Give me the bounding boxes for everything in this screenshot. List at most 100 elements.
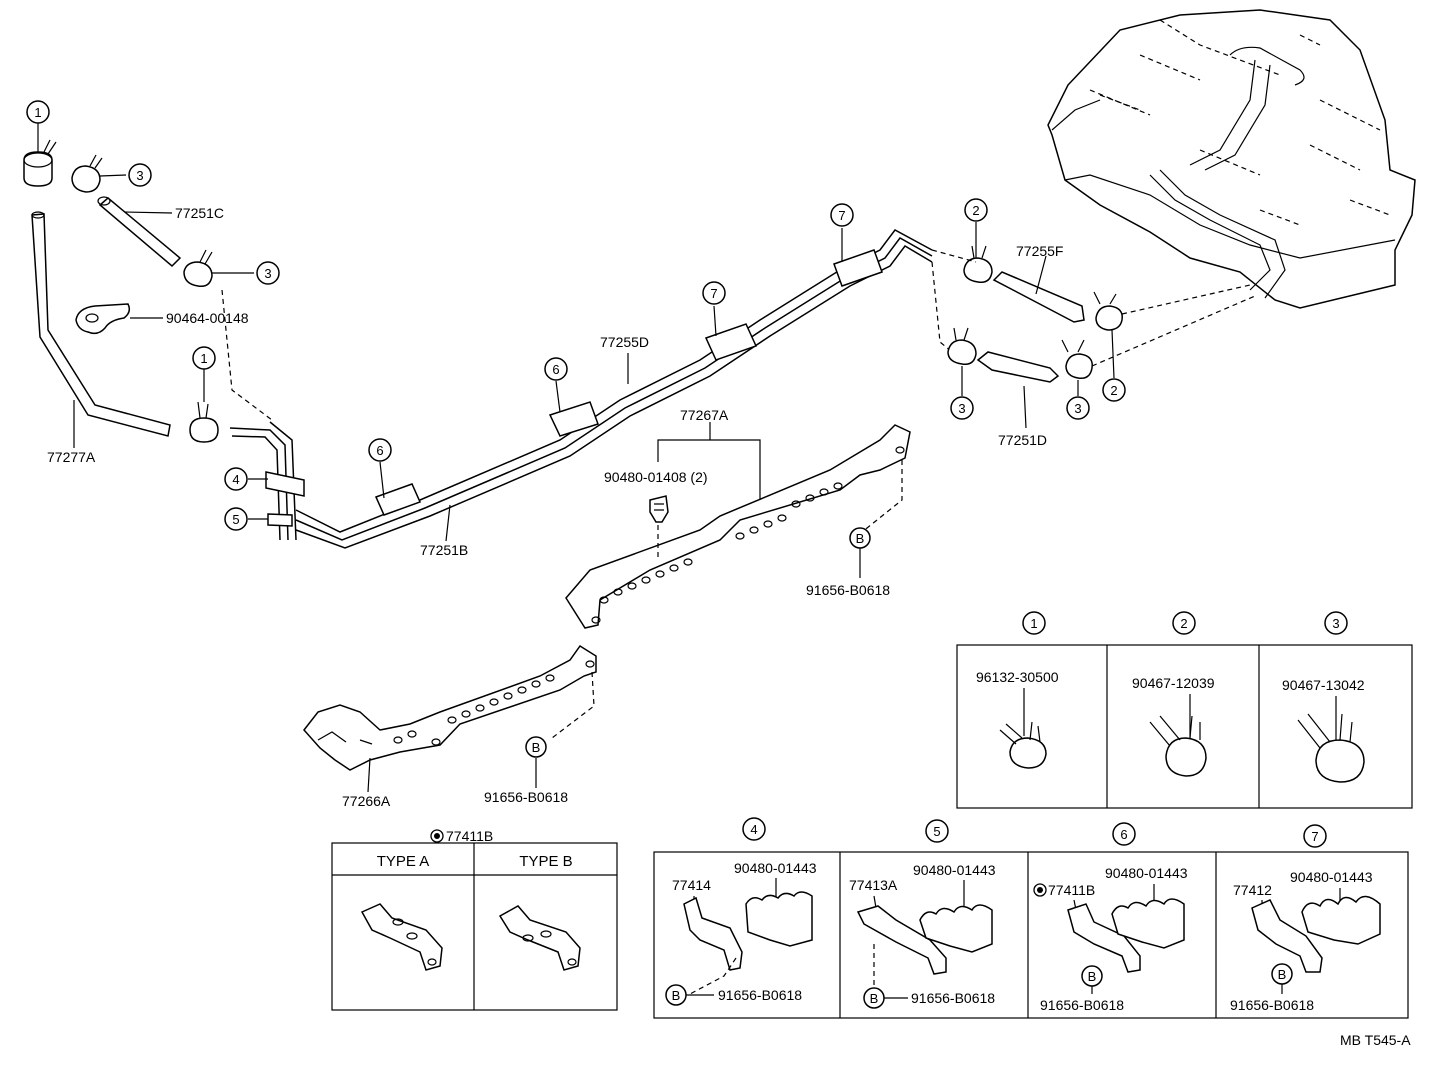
bracket-table-header-4: 4 xyxy=(742,817,766,841)
svg-text:5: 5 xyxy=(232,512,239,527)
svg-text:1: 1 xyxy=(34,105,41,120)
clamp-pad-6-b xyxy=(548,401,599,437)
callout-B-4: B xyxy=(665,984,687,1006)
label-90480-01408: 90480-01408 (2) xyxy=(604,469,708,485)
callout-1-mid: 1 xyxy=(192,346,216,370)
svg-text:1: 1 xyxy=(1030,616,1037,631)
clamp-table: 1 2 3 96132-30500 90467-12039 90467-1304… xyxy=(956,611,1413,809)
svg-text:B: B xyxy=(532,740,541,755)
clip-7-illustration xyxy=(1301,895,1381,945)
bolt-7-part: 91656-B0618 xyxy=(1230,997,1314,1013)
clip-4-illustration xyxy=(745,891,813,947)
callout-6-b: 6 xyxy=(544,357,568,381)
callout-2-top: 2 xyxy=(964,198,988,222)
svg-text:6: 6 xyxy=(1120,827,1127,842)
clamp-pad-6-a xyxy=(374,483,422,516)
svg-text:5: 5 xyxy=(933,824,940,839)
svg-text:7: 7 xyxy=(838,208,845,223)
svg-text:4: 4 xyxy=(232,472,239,487)
bolt-6-part: 91656-B0618 xyxy=(1040,997,1124,1013)
label-77266A: 77266A xyxy=(342,793,391,809)
svg-text:2: 2 xyxy=(1110,383,1117,398)
clip-4-part: 90480-01443 xyxy=(734,860,817,876)
bracket-4-illustration xyxy=(683,896,743,971)
svg-text:3: 3 xyxy=(1074,401,1081,416)
callout-4: 4 xyxy=(224,467,248,491)
clamp-2-right xyxy=(1093,291,1123,331)
clip-6-illustration xyxy=(1111,898,1185,949)
bolt-4-part: 91656-B0618 xyxy=(718,987,802,1003)
type-a-label: TYPE A xyxy=(377,853,430,870)
callout-1-top: 1 xyxy=(26,100,50,124)
label-77251C: 77251C xyxy=(175,205,224,221)
clamp-1-mid xyxy=(189,401,219,443)
hose-77277A xyxy=(31,211,171,437)
protector-77267A xyxy=(565,424,911,629)
svg-text:B: B xyxy=(856,531,865,546)
type-b-bracket-illustration xyxy=(498,905,581,971)
svg-text:3: 3 xyxy=(1332,616,1339,631)
callout-6-a: 6 xyxy=(368,438,392,462)
clamp-part-3: 90467-13042 xyxy=(1282,677,1365,693)
bracket-table-header-6: 6 xyxy=(1112,822,1136,846)
clamp-3-top xyxy=(71,154,103,193)
callout-B-7: B xyxy=(1271,963,1293,985)
hose-holder-90464-00148 xyxy=(75,303,131,335)
clamp-3-mid xyxy=(183,249,213,288)
bracket-6-part: 77411B xyxy=(1048,882,1095,898)
callout-B-lower: B xyxy=(525,736,547,758)
svg-text:B: B xyxy=(870,991,879,1006)
callout-B-6: B xyxy=(1081,965,1103,987)
hose-77255F xyxy=(992,271,1085,323)
type-a-bracket-illustration xyxy=(360,903,443,971)
svg-text:B: B xyxy=(672,988,681,1003)
bracket-table-header-7: 7 xyxy=(1303,824,1327,848)
callout-B-mid: B xyxy=(849,527,871,549)
label-77251D: 77251D xyxy=(998,432,1047,448)
clamp-pad-7-b xyxy=(833,249,883,287)
callout-7-b: 7 xyxy=(830,203,854,227)
label-77267A: 77267A xyxy=(680,407,729,423)
callout-5: 5 xyxy=(224,507,248,531)
clamp-table-header-1: 1 xyxy=(1022,611,1046,635)
clip-6-part: 90480-01443 xyxy=(1105,865,1188,881)
type-table: 77411B TYPE A TYPE B xyxy=(331,828,618,1011)
callout-3-top: 3 xyxy=(128,163,152,187)
bracket-5-illustration xyxy=(856,905,947,975)
bracket-table: 4 5 6 7 77414 90480-01443 B 91656-B0618 … xyxy=(653,817,1409,1019)
clip-5-part: 90480-01443 xyxy=(913,862,996,878)
clamp-table-header-2: 2 xyxy=(1172,611,1196,635)
type-table-title: 77411B xyxy=(446,828,493,844)
svg-text:2: 2 xyxy=(972,203,979,218)
fuel-tank xyxy=(1047,9,1416,309)
hose-77251C xyxy=(97,196,182,268)
bracket-5-part: 77413A xyxy=(849,877,898,893)
callout-B-5: B xyxy=(863,987,885,1009)
drawing-code: MB T545-A xyxy=(1340,1032,1411,1048)
hose-77251D xyxy=(976,351,1060,383)
svg-text:7: 7 xyxy=(710,286,717,301)
label-91656-B0618-b: 91656-B0618 xyxy=(484,789,568,805)
label-77251B: 77251B xyxy=(420,542,468,558)
svg-text:6: 6 xyxy=(552,362,559,377)
clip-90480-01408 xyxy=(649,495,669,523)
svg-text:3: 3 xyxy=(264,266,271,281)
clip-5-illustration xyxy=(919,904,993,953)
clamp-2-top xyxy=(963,245,993,284)
callout-3-right-b: 3 xyxy=(1066,396,1090,420)
clamp-2-illustration xyxy=(1149,715,1207,777)
svg-text:2: 2 xyxy=(1180,616,1187,631)
clamp-pad-7-a xyxy=(704,323,758,361)
bracket-6-illustration xyxy=(1067,903,1141,973)
clip-7-part: 90480-01443 xyxy=(1290,869,1373,885)
label-91656-B0618-a: 91656-B0618 xyxy=(806,582,890,598)
clamp-3-illustration xyxy=(1297,713,1365,783)
clamp-part-2: 90467-12039 xyxy=(1132,675,1215,691)
clamp-1-illustration xyxy=(999,721,1047,769)
svg-text:4: 4 xyxy=(750,822,757,837)
bracket-7-illustration xyxy=(1251,899,1323,973)
bracket-5 xyxy=(267,513,293,527)
callout-3-right-a: 3 xyxy=(950,396,974,420)
label-77255F: 77255F xyxy=(1016,243,1063,259)
bracket-4-part: 77414 xyxy=(672,877,711,893)
